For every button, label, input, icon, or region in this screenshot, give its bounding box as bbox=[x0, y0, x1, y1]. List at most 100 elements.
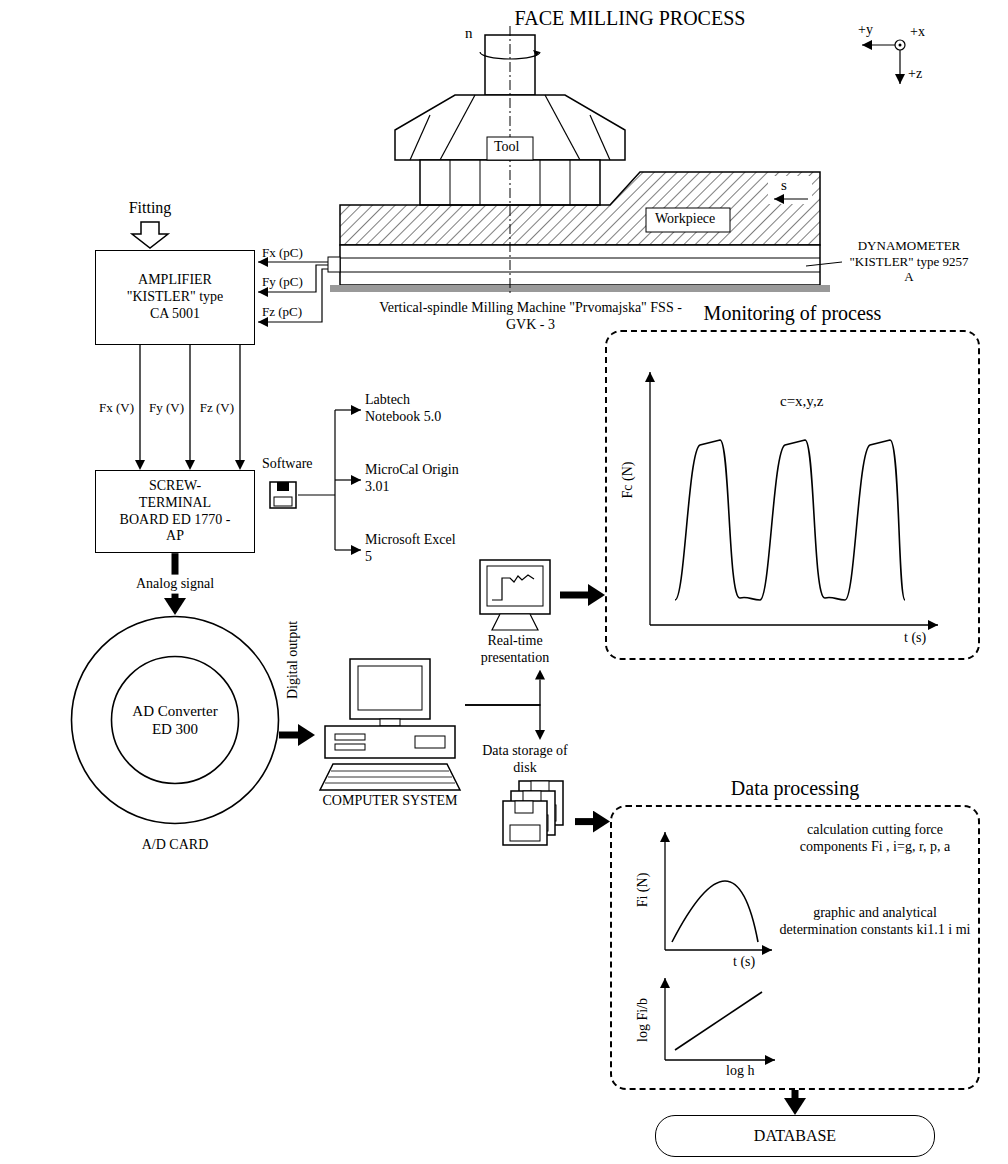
dynamometer-plate bbox=[340, 258, 820, 259]
signal-flow-arrow bbox=[279, 732, 298, 739]
log-line bbox=[675, 992, 762, 1050]
signal-flow-arrow bbox=[560, 592, 588, 599]
axis-origin bbox=[895, 40, 905, 50]
monitor-case bbox=[350, 659, 430, 719]
signal-name: Fx (pC) bbox=[262, 245, 303, 261]
node-text: SCREW-TERMINAL BOARD ED 1770 - AP bbox=[116, 478, 234, 545]
software-label: Software bbox=[262, 456, 313, 473]
edge-label: Digital output bbox=[285, 621, 302, 699]
dynamometer-plate bbox=[340, 272, 820, 273]
chart-axis bbox=[649, 372, 650, 625]
floppy-label bbox=[274, 497, 292, 506]
monitor-drawing bbox=[470, 558, 560, 633]
key-row bbox=[325, 783, 455, 784]
connector-arrow bbox=[139, 345, 140, 460]
machine-table bbox=[330, 285, 830, 292]
node-text: COMPUTER SYSTEM bbox=[323, 793, 458, 810]
drive-slot bbox=[335, 734, 365, 740]
chart-axis bbox=[665, 949, 772, 950]
database-box: DATABASE bbox=[655, 1115, 935, 1157]
monitor-screen bbox=[358, 666, 422, 710]
node-text: AD Converter ED 300 bbox=[132, 702, 218, 738]
floppy-shutter bbox=[277, 482, 289, 491]
cutter-tooth bbox=[540, 160, 541, 205]
floppy-icon bbox=[270, 482, 296, 508]
axis-title: Fc (N) bbox=[620, 462, 637, 499]
connector-arrow bbox=[465, 680, 540, 705]
computer-drawing bbox=[315, 658, 465, 793]
disk-drawing bbox=[475, 777, 575, 859]
drive-slot bbox=[335, 744, 365, 750]
workpiece-tag bbox=[646, 208, 730, 232]
chart-axis bbox=[665, 1059, 775, 1060]
circle-outline bbox=[112, 657, 239, 784]
edge-label: Fy (V) bbox=[149, 400, 184, 416]
connector-arrow bbox=[189, 345, 190, 460]
software-arrow bbox=[335, 479, 361, 480]
terminal-board-box: SCREW-TERMINAL BOARD ED 1770 - AP bbox=[95, 470, 255, 553]
screen-trace bbox=[492, 575, 534, 600]
floppy-disk bbox=[503, 801, 547, 845]
node-text: Data processing bbox=[612, 776, 978, 800]
spindle-speed: n bbox=[465, 24, 473, 42]
front-panel bbox=[415, 736, 445, 748]
node-text: Real-time presentation bbox=[470, 633, 560, 667]
circle-outline bbox=[110, 655, 240, 785]
software-line bbox=[298, 494, 335, 495]
software-name: MicroCal Origin 3.01 bbox=[365, 462, 465, 496]
amplifier-box: AMPLIFIER "KISTLER" type CA 5001 bbox=[95, 250, 255, 345]
leader-line bbox=[806, 262, 842, 266]
machine-label: Vertical-spindle Milling Machine "Prvoma… bbox=[378, 300, 683, 334]
diagram-title: FACE MILLING PROCESS bbox=[430, 6, 830, 30]
force-curve bbox=[675, 440, 905, 600]
axis-title: log h bbox=[726, 1063, 754, 1080]
fitting-arrow bbox=[132, 222, 168, 248]
charge-wire bbox=[258, 261, 328, 262]
key-row bbox=[328, 777, 452, 778]
monitor-stand bbox=[492, 614, 538, 630]
charge-wire bbox=[258, 265, 328, 292]
edge-label: Analog signal bbox=[132, 575, 218, 594]
axis-label: +x bbox=[910, 24, 925, 41]
computer-icon: COMPUTER SYSTEM bbox=[315, 655, 465, 813]
axis-dot bbox=[899, 44, 902, 47]
dynamometer bbox=[340, 245, 820, 285]
monitor-icon: Real-time presentation bbox=[470, 555, 560, 670]
dynamometer-label: DYNAMOMETER "KISTLER" type 9257 A bbox=[845, 238, 973, 285]
cutter-tooth bbox=[480, 160, 481, 205]
key-row bbox=[331, 771, 449, 772]
ad-converter-circle: AD Converter ED 300 bbox=[110, 655, 240, 785]
feed-arrow bbox=[774, 198, 808, 199]
feed-patch bbox=[768, 176, 812, 204]
cutter-tooth bbox=[570, 160, 571, 205]
edge-label: Fz (V) bbox=[200, 400, 234, 416]
tool-line bbox=[590, 115, 610, 160]
axis-title: t (s) bbox=[733, 954, 755, 971]
floppy-shutter bbox=[515, 801, 533, 813]
axis-y bbox=[862, 44, 895, 45]
system-unit bbox=[325, 726, 455, 758]
axis-title: t (s) bbox=[904, 630, 926, 647]
monitoring-panel: Monitoring of process bbox=[605, 330, 980, 660]
chart-axis bbox=[664, 832, 665, 950]
node-text: A/D CARD bbox=[70, 837, 280, 854]
axis-title: Fi (N) bbox=[635, 873, 652, 908]
ad-card-circle: A/D CARDAD Converter ED 300 bbox=[70, 615, 280, 825]
force-curve bbox=[672, 881, 758, 942]
chart-axis bbox=[664, 978, 665, 1060]
workpiece-label: Workpiece bbox=[655, 211, 715, 228]
processing-note: graphic and analytical determination con… bbox=[775, 905, 975, 939]
monitor-case bbox=[480, 560, 550, 614]
signal-name: Fz (pC) bbox=[262, 304, 302, 320]
node-text: Data storage of disk bbox=[475, 743, 575, 777]
node-text: DATABASE bbox=[754, 1126, 836, 1145]
connector-arrow bbox=[239, 345, 240, 460]
monitor-neck bbox=[380, 719, 400, 726]
edge-label: Fx (V) bbox=[99, 400, 134, 416]
component-note: c=x,y,z bbox=[780, 392, 823, 410]
circle-outline bbox=[72, 617, 279, 824]
signal-flow-arrow bbox=[792, 1090, 799, 1098]
software-arrow bbox=[335, 549, 361, 550]
tool-line bbox=[545, 95, 580, 160]
tool-tag bbox=[487, 137, 533, 160]
